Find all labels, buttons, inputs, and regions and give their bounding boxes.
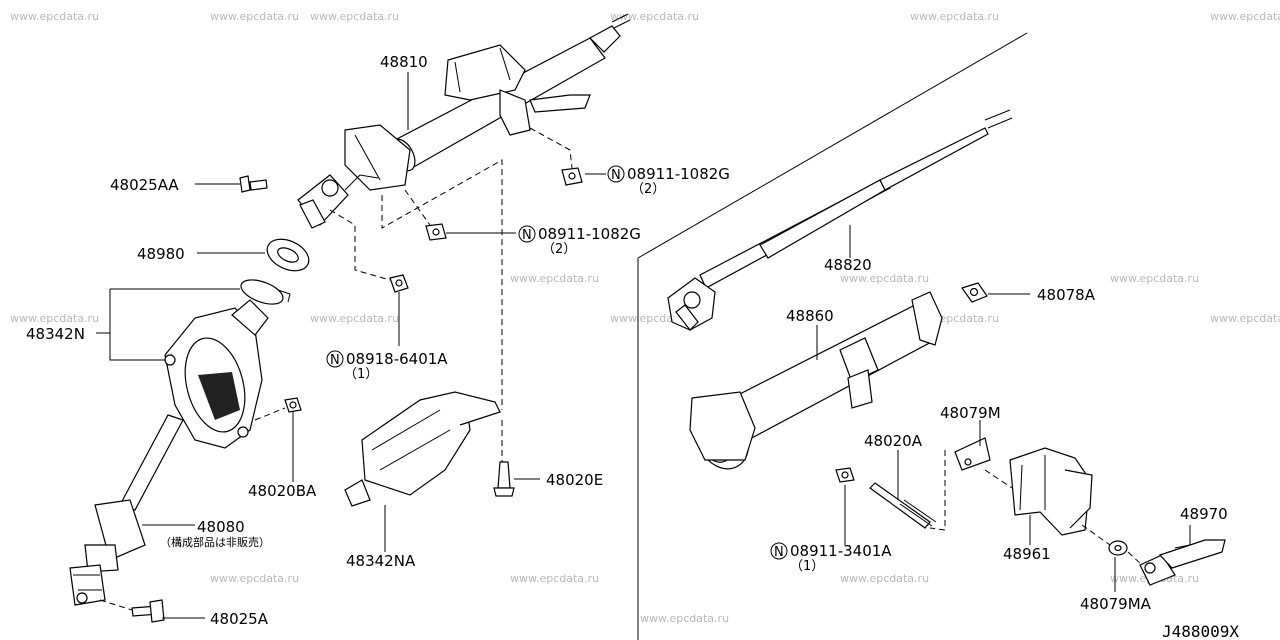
nut-symbol: N bbox=[330, 353, 340, 368]
watermark: www.epcdata.ru bbox=[10, 312, 99, 325]
qty-08918-6401a: （1） bbox=[344, 367, 378, 382]
upper-column-tube bbox=[344, 13, 631, 191]
clip-48020e bbox=[493, 461, 515, 497]
label-48961[interactable]: 48961 bbox=[1003, 545, 1051, 563]
watermarks: www.epcdata.ru www.epcdata.ru www.epcdat… bbox=[10, 10, 1280, 625]
label-48020e[interactable]: 48020E bbox=[546, 471, 603, 489]
lower-shaft-48080 bbox=[69, 414, 184, 606]
leader-lines-left bbox=[96, 72, 606, 619]
label-48342n[interactable]: 48342N bbox=[26, 325, 85, 343]
watermark: www.epcdata.ru bbox=[910, 10, 999, 23]
watermark: www.epcdata.ru bbox=[1210, 312, 1280, 325]
column-cover-48342na bbox=[344, 391, 501, 507]
bracket-48961 bbox=[1009, 447, 1093, 536]
callout-08918-6401a[interactable]: N 08918-6401A （1） bbox=[326, 350, 448, 382]
label-08911-3401a: 08911-3401A bbox=[790, 542, 892, 560]
bushing-48980 bbox=[266, 238, 310, 272]
nut-symbol: N bbox=[522, 228, 532, 243]
qty-08911-1082g-middle: （2） bbox=[542, 242, 576, 257]
nut-symbol: N bbox=[611, 168, 621, 183]
lever-48970 bbox=[1139, 539, 1226, 586]
part-labels: 48810 48025AA 48980 48342N 48020BA 48080… bbox=[26, 53, 1239, 640]
watermark: www.epcdata.ru bbox=[1210, 10, 1280, 23]
assembly-guide-lines-right bbox=[929, 450, 1143, 566]
callout-08911-1082g-upper[interactable]: N 08911-1082G （2） bbox=[607, 165, 730, 197]
label-48025a[interactable]: 48025A bbox=[210, 610, 269, 628]
label-08918-6401a: 08918-6401A bbox=[346, 350, 448, 368]
nut-symbol: N bbox=[774, 545, 784, 560]
label-48970[interactable]: 48970 bbox=[1180, 505, 1228, 523]
qty-08911-3401a: （1） bbox=[790, 559, 824, 574]
watermark: www.epcdata.ru bbox=[1110, 272, 1199, 285]
label-48860[interactable]: 48860 bbox=[786, 307, 834, 325]
stud-48020a bbox=[869, 482, 937, 529]
nut-symbol-icon bbox=[607, 165, 625, 183]
label-48079m[interactable]: 48079M bbox=[940, 404, 1001, 422]
column-hole-seal bbox=[164, 299, 269, 449]
section-divider bbox=[637, 32, 1028, 640]
watermark: www.epcdata.ru bbox=[840, 572, 929, 585]
watermark: www.epcdata.ru bbox=[210, 10, 299, 23]
callout-08911-1082g-middle[interactable]: N 08911-1082G （2） bbox=[518, 225, 641, 257]
label-48820[interactable]: 48820 bbox=[824, 256, 872, 274]
leader-lines-right bbox=[816, 225, 1191, 592]
nut-08911-1082g-middle bbox=[425, 223, 447, 241]
watermark: www.epcdata.ru bbox=[210, 572, 299, 585]
upper-universal-joint bbox=[297, 174, 379, 229]
label-48080[interactable]: 48080 bbox=[197, 518, 245, 536]
watermark: www.epcdata.ru bbox=[640, 612, 729, 625]
nut-48078a bbox=[961, 282, 988, 303]
label-48079ma[interactable]: 48079MA bbox=[1080, 595, 1152, 613]
watermark: www.epcdata.ru bbox=[610, 10, 699, 23]
column-shaft-48820 bbox=[667, 109, 1013, 331]
nut-08911-1082g-upper bbox=[561, 167, 583, 186]
washer-48079ma bbox=[1108, 540, 1128, 556]
clamp-ring bbox=[240, 279, 291, 305]
nut-symbol-icon bbox=[770, 542, 788, 560]
bolt-48025aa bbox=[239, 175, 268, 193]
nut-symbol-icon bbox=[326, 350, 344, 368]
nut-08918-6401a bbox=[389, 274, 409, 293]
callout-08911-3401a[interactable]: N 08911-3401A （1） bbox=[770, 542, 892, 574]
watermark: www.epcdata.ru bbox=[310, 312, 399, 325]
nut-symbol-icon bbox=[518, 225, 536, 243]
nut-08911-3401a bbox=[835, 467, 855, 483]
diagram-code: J488009X bbox=[1162, 622, 1239, 640]
qty-08911-1082g-upper: （2） bbox=[631, 182, 665, 197]
label-48020a[interactable]: 48020A bbox=[864, 432, 923, 450]
label-48025aa[interactable]: 48025AA bbox=[110, 176, 179, 194]
assembly-guide-lines bbox=[99, 127, 573, 611]
column-tube-48860 bbox=[689, 291, 943, 470]
watermark: www.epcdata.ru bbox=[10, 10, 99, 23]
label-48980[interactable]: 48980 bbox=[137, 245, 185, 263]
nut-48020ba bbox=[284, 397, 302, 413]
label-08911-1082g-upper: 08911-1082G bbox=[627, 165, 730, 183]
label-08911-1082g-middle: 08911-1082G bbox=[538, 225, 641, 243]
plate-48079m bbox=[954, 437, 991, 471]
watermark: www.epcdata.ru bbox=[840, 272, 929, 285]
label-48342na[interactable]: 48342NA bbox=[346, 552, 416, 570]
watermark: www.epcdata.ru bbox=[510, 572, 599, 585]
label-48810[interactable]: 48810 bbox=[380, 53, 428, 71]
label-48080-note: （構成部品は非販売） bbox=[160, 535, 270, 549]
label-48020ba[interactable]: 48020BA bbox=[248, 482, 317, 500]
bolt-48025a bbox=[131, 599, 165, 623]
watermark: www.epcdata.ru bbox=[310, 10, 399, 23]
label-48078a[interactable]: 48078A bbox=[1037, 286, 1096, 304]
watermark: www.epcdata.ru bbox=[510, 272, 599, 285]
